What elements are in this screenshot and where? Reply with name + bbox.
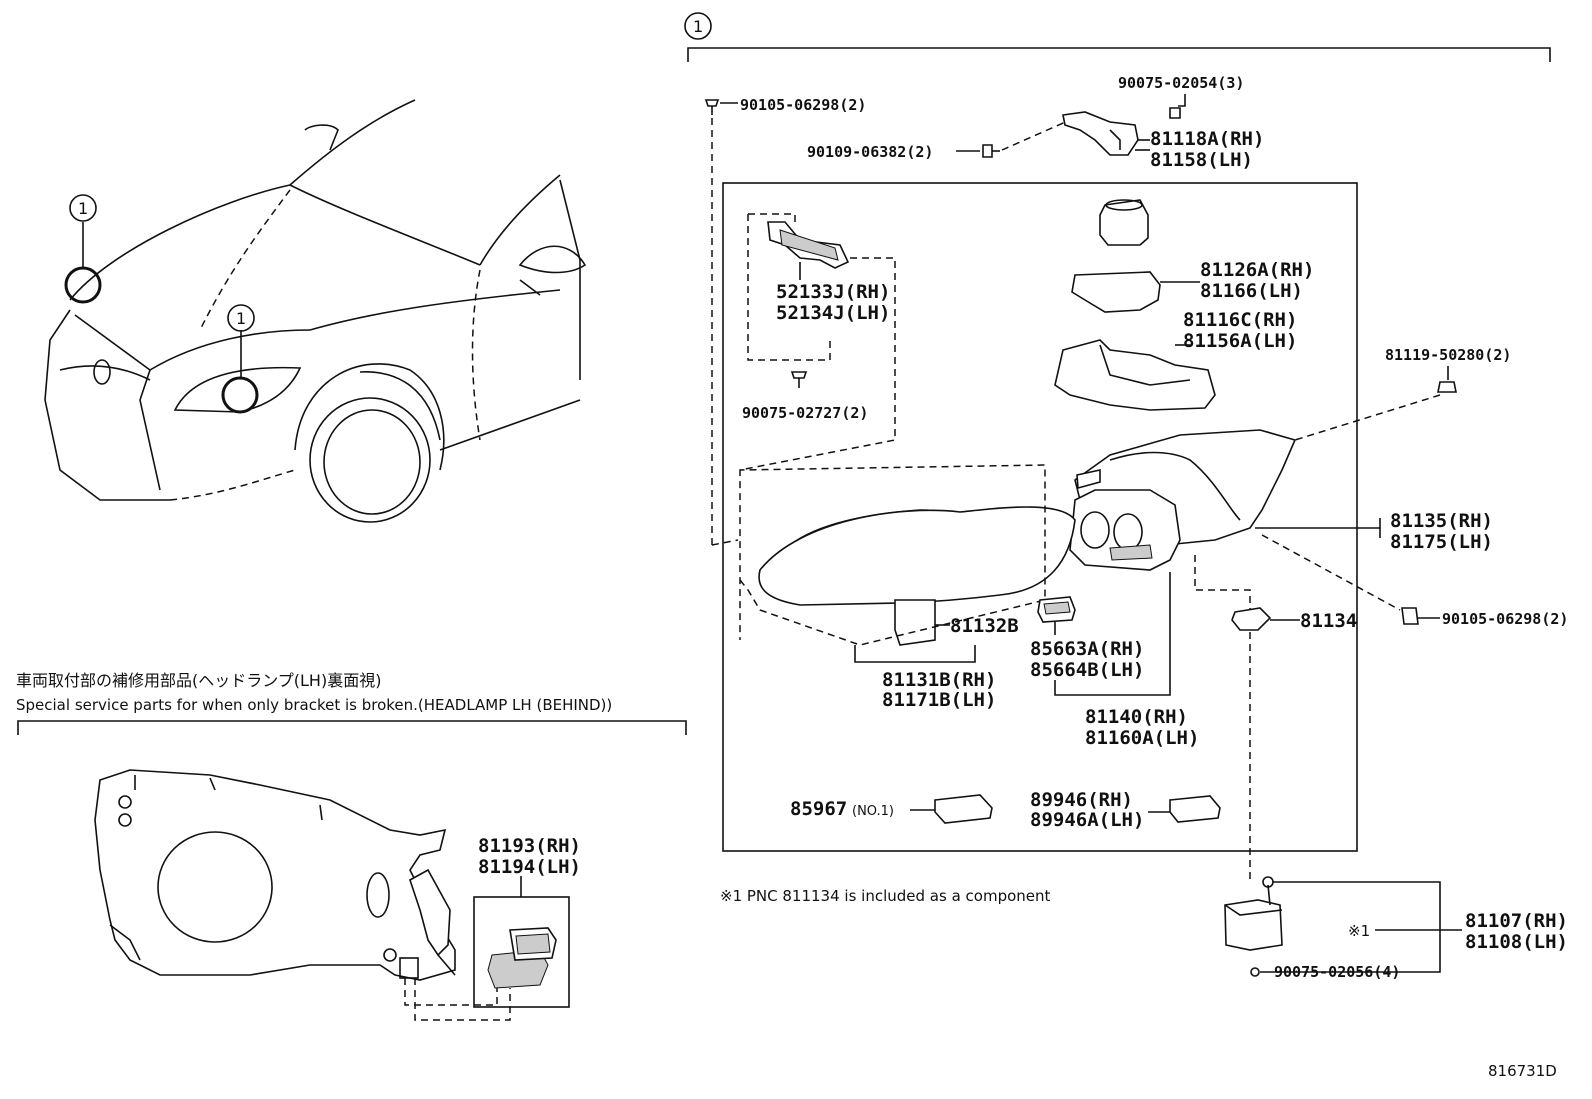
projector-and-brackets: 81126A(RH) 81166(LH) 81116C(RH) 81156A(L… [1054, 199, 1314, 411]
clip-81119-50280: 81119-50280(2) [1294, 346, 1511, 441]
label-81171B: 81171B(LH) [882, 689, 996, 711]
label-81108: 81108(LH) [1465, 931, 1568, 953]
label-85967-note: (NO.1) [852, 804, 894, 819]
label-89946A: 89946A(LH) [1030, 809, 1144, 831]
label-81166: 81166(LH) [1200, 280, 1303, 302]
actuator-85663A: 85663A(RH) 85664B(LH) 81140(RH) 81160A(L… [1030, 572, 1199, 749]
label-81126A: 81126A(RH) [1200, 259, 1314, 281]
exploded-view-frame: 1 [684, 12, 1551, 852]
label-81194: 81194(LH) [478, 856, 581, 878]
label-90075-02056: 90075-02056(4) [1274, 963, 1400, 981]
label-90075-02054: 90075-02054(3) [1118, 74, 1244, 92]
label-81175: 81175(LH) [1390, 531, 1493, 553]
label-81131B: 81131B(RH) [882, 669, 996, 691]
label-81132B: 81132B [950, 615, 1019, 637]
diagram-id: 816731D [1488, 1062, 1557, 1080]
footnote: ※1 PNC 811134 is included as a component [720, 887, 1051, 905]
label-89946: 89946(RH) [1030, 789, 1133, 811]
label-52133J: 52133J(RH) [776, 281, 890, 303]
callout-marker-middle: 1 [236, 309, 246, 328]
ecu-modules: 85967 (NO.1) 89946(RH) 89946A(LH) [790, 789, 1221, 831]
label-85967: 85967 [790, 798, 847, 820]
bracket-repair-section: 車両取付部の補修用部品(ヘッドランプ(LH)裏面視) Special servi… [16, 671, 687, 1021]
headlamp-housing: 81135(RH) 81175(LH) 90105-06298(2) 81134… [739, 429, 1568, 880]
callout-marker-left: 1 [78, 199, 88, 218]
label-81193: 81193(RH) [478, 835, 581, 857]
label-85664B: 85664B(LH) [1030, 659, 1144, 681]
label-81119-50280: 81119-50280(2) [1385, 346, 1511, 364]
screw-90105-06298-top: 90105-06298(2) [704, 96, 866, 546]
label-90105-06298-right: 90105-06298(2) [1442, 610, 1568, 628]
bracket-81118A: 90075-02054(3) 90109-06382(2) 81118A(RH)… [807, 74, 1264, 171]
label-81135: 81135(RH) [1390, 510, 1493, 532]
label-90105-06298-top: 90105-06298(2) [740, 96, 866, 114]
car-front-illustration: 1 1 [44, 99, 587, 523]
note-marker: ※1 [1348, 922, 1370, 940]
section-header-en: Special service parts for when only brac… [16, 696, 612, 714]
headlamp-assembly-box [722, 182, 1358, 852]
label-81156A: 81156A(LH) [1183, 330, 1297, 352]
label-81118A: 81118A(RH) [1150, 128, 1264, 150]
label-90109-06382: 90109-06382(2) [807, 143, 933, 161]
label-81160A: 81160A(LH) [1085, 727, 1199, 749]
label-52134J: 52134J(LH) [776, 302, 890, 324]
callout-marker-top: 1 [693, 17, 703, 36]
section-header-jp: 車両取付部の補修用部品(ヘッドランプ(LH)裏面視) [16, 671, 381, 690]
label-81107: 81107(RH) [1465, 910, 1568, 932]
label-81140: 81140(RH) [1085, 706, 1188, 728]
ballast-81107: ※1 81107(RH) 81108(LH) 90075-02056(4) [1224, 876, 1568, 981]
label-90075-02727: 90075-02727(2) [742, 404, 868, 422]
bracket-52133J: 52133J(RH) 52134J(LH) 90075-02727(2) [739, 213, 896, 640]
label-85663A: 85663A(RH) [1030, 638, 1144, 660]
label-81158: 81158(LH) [1150, 149, 1253, 171]
label-81116C: 81116C(RH) [1183, 309, 1297, 331]
label-81134: 81134 [1300, 610, 1357, 632]
